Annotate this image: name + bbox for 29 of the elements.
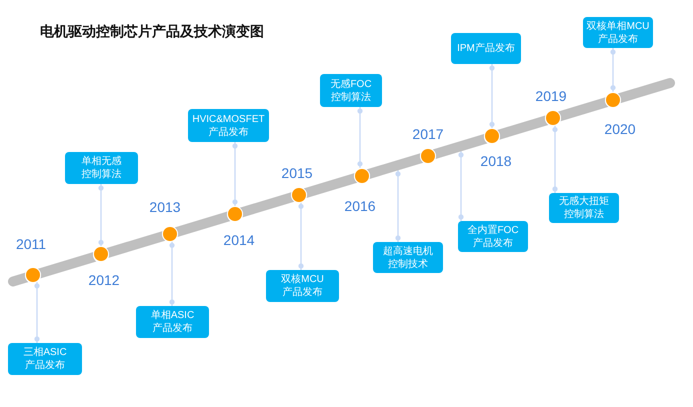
leader-line [232, 142, 238, 206]
milestone-box: 无感FOC控制算法 [320, 74, 382, 107]
leader-line [552, 126, 558, 193]
year-label: 2015 [281, 165, 313, 181]
leader-line [489, 64, 495, 128]
milestone-box: IPM产品发布 [451, 33, 521, 64]
timeline-bar [8, 78, 675, 286]
leader-line [98, 184, 104, 246]
year-label: 2012 [88, 272, 120, 288]
year-label: 2013 [149, 199, 181, 215]
leader-line [357, 107, 363, 168]
milestone-box: 三相ASIC产品发布 [8, 343, 82, 375]
leader-line [458, 150, 464, 221]
year-label: 2014 [223, 232, 255, 248]
leader-line [395, 170, 401, 242]
year-label: 2020 [604, 121, 636, 137]
diagram-title: 电机驱动控制芯片产品及技术演变图 [40, 23, 264, 40]
leader-line [34, 282, 40, 343]
leader-line [610, 48, 616, 92]
year-label: 2016 [344, 198, 376, 214]
year-label: 2018 [480, 153, 512, 169]
year-label: 2017 [412, 126, 444, 142]
milestone-box: 双核MCU产品发布 [266, 270, 339, 302]
milestone-box: 单相ASIC产品发布 [136, 306, 209, 338]
milestone-box: 双核单相MCU产品发布 [583, 17, 653, 48]
year-label: 2019 [535, 88, 567, 104]
leader-line [298, 202, 304, 270]
year-label: 2011 [16, 236, 46, 252]
leader-line [169, 241, 175, 306]
